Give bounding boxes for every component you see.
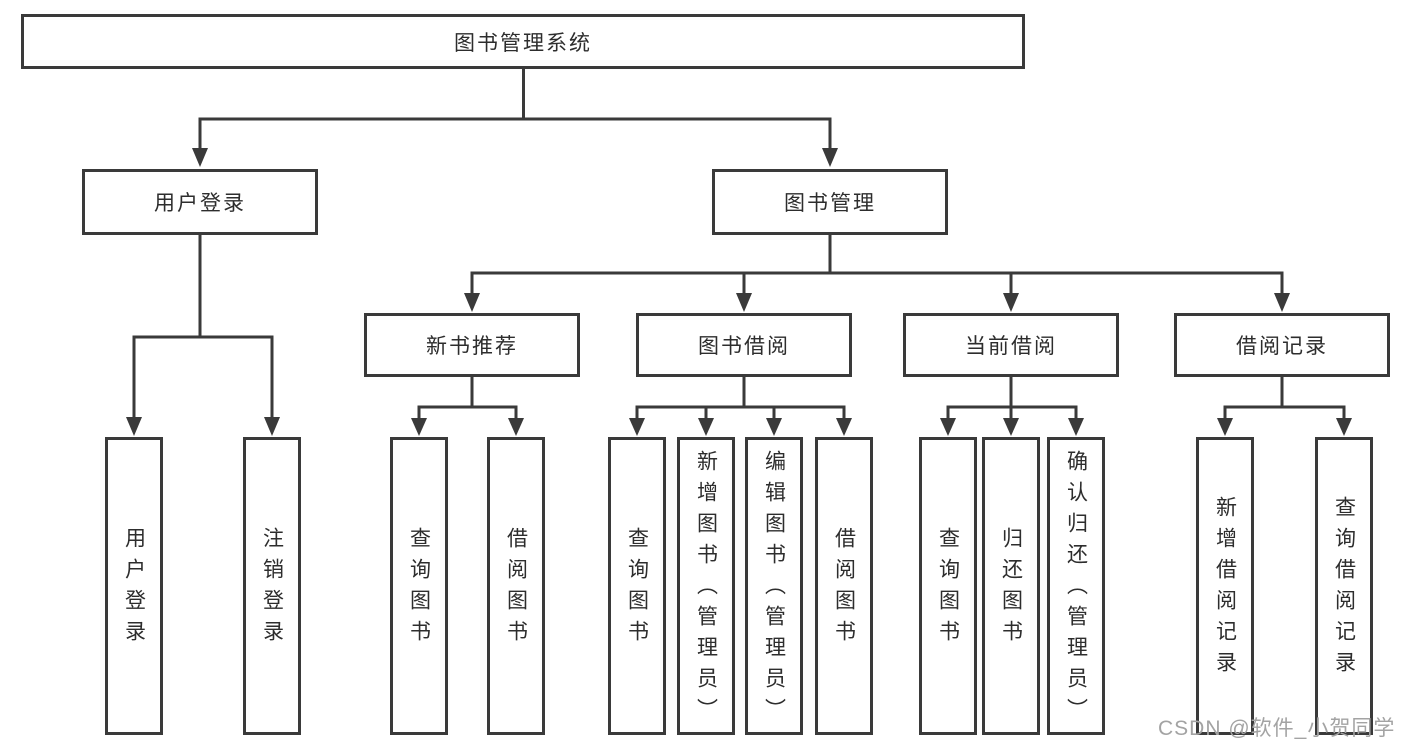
leaf-logout-login: 注销登录 [243,437,301,735]
node-current-borrow: 当前借阅 [903,313,1119,377]
leaf-query-books-recommend: 查询图书 [390,437,448,735]
node-book-borrow: 图书借阅 [636,313,852,377]
leaf-user-login: 用户登录 [105,437,163,735]
leaf-query-books-borrow: 查询图书 [608,437,666,735]
leaf-add-book-admin: 新增图书（管理员） [677,437,735,735]
leaf-query-books-current: 查询图书 [919,437,977,735]
node-new-book-recommend: 新书推荐 [364,313,580,377]
leaf-confirm-return-admin: 确认归还（管理员） [1047,437,1105,735]
node-user-login: 用户登录 [82,169,318,235]
csdn-watermark: CSDN @软件_小贺同学 [1158,717,1396,740]
node-library-management-system: 图书管理系统 [21,14,1025,69]
leaf-borrow-books-recommend: 借阅图书 [487,437,545,735]
leaf-return-book: 归还图书 [982,437,1040,735]
leaf-add-borrow-record: 新增借阅记录 [1196,437,1254,735]
arrowhead-icons [126,148,1352,436]
node-book-management: 图书管理 [712,169,948,235]
leaf-query-borrow-record: 查询借阅记录 [1315,437,1373,735]
leaf-edit-book-admin: 编辑图书（管理员） [745,437,803,735]
leaf-borrow-books: 借阅图书 [815,437,873,735]
node-borrow-records: 借阅记录 [1174,313,1390,377]
